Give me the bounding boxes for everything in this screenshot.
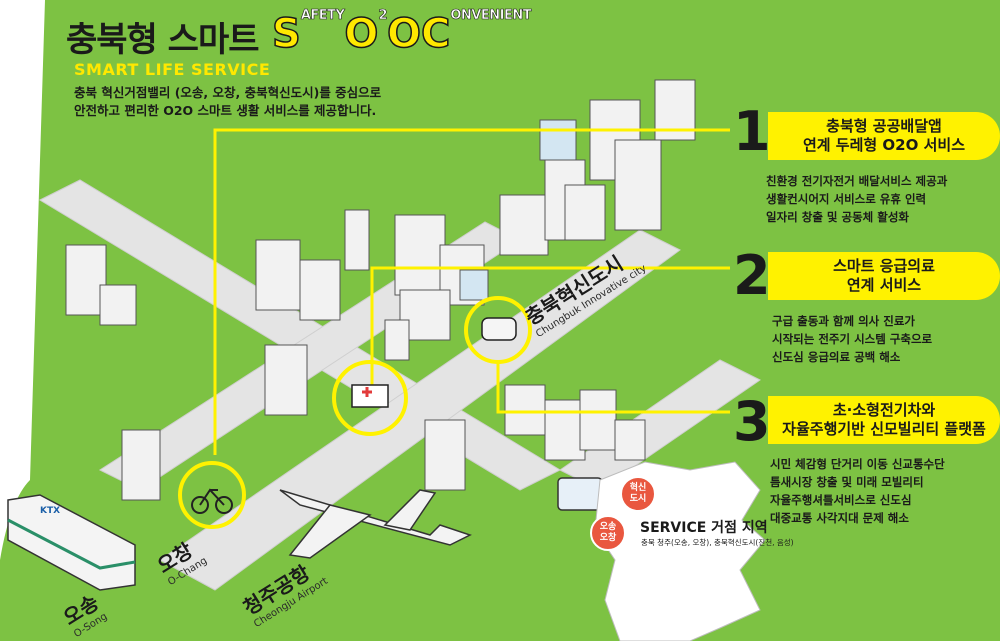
ambulance-icon xyxy=(351,384,389,408)
word-safety: AFETY xyxy=(300,8,346,24)
shuttle-bus-icon xyxy=(557,477,603,511)
bicycle-icon xyxy=(191,488,233,514)
service-title-1: 충북형 공공배달앱 연계 두레형 O2O 서비스 xyxy=(768,112,1000,160)
letter-c: C xyxy=(420,10,451,58)
connector-lines xyxy=(213,128,730,455)
service-number-2: 2 xyxy=(733,244,771,307)
service-description-3: 시민 체감형 단거리 이동 신교통수단 틈새시장 창출 및 미래 모빌리티 자율… xyxy=(770,457,945,525)
buildings xyxy=(65,79,696,501)
number-two: 2 xyxy=(378,8,388,24)
word-convenient: ONVENIENT xyxy=(450,8,532,24)
letter-s: S xyxy=(271,10,301,58)
electric-car-icon xyxy=(481,317,517,341)
service-description-2: 구급 출동과 함께 의사 진료가 시작되는 전주기 시스템 구축으로 신도심 응… xyxy=(772,314,933,364)
airplane-icon xyxy=(279,489,472,559)
letter-o: O xyxy=(344,10,380,58)
intro-text: 충북 혁신거점밸리 (오송, 오창, 충북혁신도시)를 중심으로 안전하고 편리… xyxy=(74,85,382,118)
service-title-2: 스마트 응급의료 연계 서비스 xyxy=(768,252,1000,300)
highlight-circles xyxy=(178,296,532,529)
service-title-3: 초·소형전기차와 자율주행기반 신모빌리티 플랫폼 xyxy=(768,396,1000,444)
safety-o2o-convenient-logo: SAFETYO2OCONVENIENT xyxy=(271,8,532,58)
service-number-3: 3 xyxy=(733,390,771,453)
map-bubble-innovation: 혁신 도시 xyxy=(620,476,656,512)
ktx-label: KTX xyxy=(40,506,61,516)
ktx-train-icon xyxy=(7,494,136,591)
page-title: 충북형 스마트 xyxy=(66,20,260,60)
map-title: SERVICE 거점 지역 xyxy=(640,520,768,536)
map-subtitle: 충북 청주(오송, 오창), 충북혁신도시(진천, 음성) xyxy=(641,538,794,547)
map-bubble-osong: 오송 오창 xyxy=(590,515,626,551)
service-description-1: 친환경 전기자전거 배달서비스 제공과 생활컨시어지 서비스로 유휴 인력 일자… xyxy=(766,174,948,224)
second-letter-o: O xyxy=(386,10,422,58)
service-number-1: 1 xyxy=(733,100,771,163)
page-subtitle: SMART LIFE SERVICE xyxy=(74,60,271,79)
